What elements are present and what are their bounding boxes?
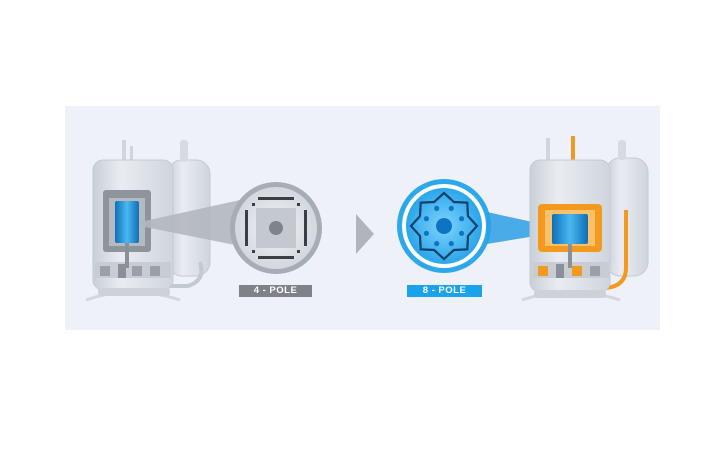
rotor <box>552 214 588 244</box>
arrow-right-icon <box>356 214 374 254</box>
magnet-dot <box>423 216 429 222</box>
4-pole-label: 4 - POLE <box>239 285 312 297</box>
compressor-icon <box>521 136 649 302</box>
8-pole-label: 8 - POLE <box>407 285 482 297</box>
magnet-dot <box>459 230 465 236</box>
magnet-dot <box>459 216 465 222</box>
8-pole-rotor-icon <box>397 179 491 273</box>
magnet-dot <box>434 205 440 211</box>
magnet-dot <box>448 241 454 247</box>
4-pole-rotor-icon <box>230 182 322 274</box>
zoom-beam <box>487 212 560 244</box>
compressor-icon <box>85 140 211 302</box>
magnet-dot <box>423 230 429 236</box>
magnet-dot <box>434 241 440 247</box>
rotor <box>115 201 139 243</box>
zoom-beam <box>140 200 240 246</box>
magnet-dot <box>448 205 454 211</box>
